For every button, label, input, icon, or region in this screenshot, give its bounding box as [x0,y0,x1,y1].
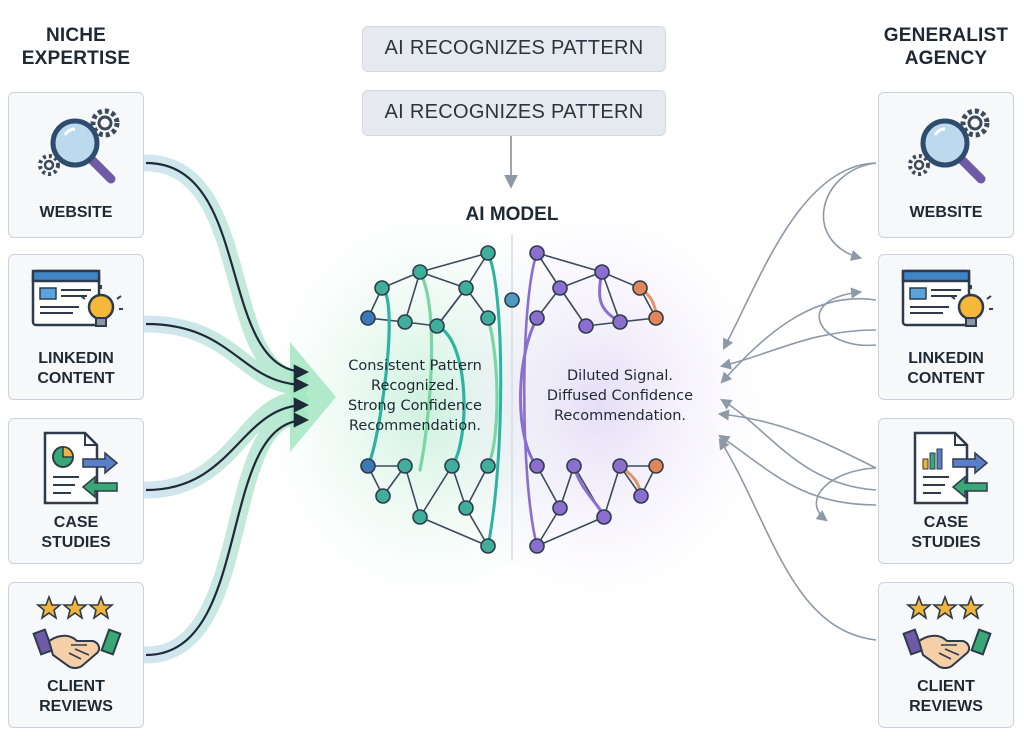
network-edge [404,271,421,323]
network-node [633,488,649,504]
diffused-flow-line [522,251,539,548]
network-edge [603,465,621,518]
pattern-box-2: AI RECOGNIZES PATTERN [362,90,666,136]
network-node [529,245,545,261]
network-node [529,310,545,326]
network-node [412,509,428,525]
network-edge [601,271,621,323]
network-edge [536,516,605,547]
niche-linkedin-card: LINKEDIN CONTENT [8,254,144,400]
diffused-outcome-text: Diluted Signal. Diffused Confidence Reco… [546,368,694,424]
network-node [444,458,460,474]
network-node [360,310,376,326]
niche-signal-arrows [145,161,310,657]
network-node [412,264,428,280]
focused-outcome-text: Consistent Pattern Recognized. Strong Co… [348,358,482,434]
niche-client-reviews-card: CLIENT REVIEWS [8,582,144,728]
network-node [480,458,496,474]
network-node [458,280,474,296]
network-edge [404,465,421,518]
network-edge [419,252,489,273]
generalist-signal-arrows [717,162,877,641]
generalist-client-reviews-card: CLIENT REVIEWS [878,582,1014,728]
generalist-case-studies-card: CASE STUDIES [878,418,1014,564]
magnifier-gears-icon [38,108,120,184]
network-node [529,458,545,474]
network-edge [419,271,467,289]
browser-lightbulb-icon [31,269,123,327]
report-bars-arrows-icon [913,431,989,505]
niche-case-studies-card: CASE STUDIES [8,418,144,564]
card-label: WEBSITE [39,204,113,221]
network-node [596,509,612,525]
network-edge [419,465,453,518]
network-edge [436,287,467,327]
network-node [529,538,545,554]
card-label: LINKEDIN CONTENT [907,350,985,387]
magnifier-gears-icon [908,108,990,184]
card-label: LINKEDIN CONTENT [37,350,115,387]
ai-model-network [360,234,664,561]
network-edge [465,465,489,509]
card-label: CLIENT REVIEWS [39,678,113,715]
network-node [578,318,594,334]
network-edge [419,516,489,547]
network-node [612,458,628,474]
card-label: CASE STUDIES [41,514,111,551]
card-label: CASE STUDIES [911,514,981,551]
focused-flow-line [486,316,499,468]
network-node [594,264,610,280]
focused-flow-line [486,251,503,548]
network-node [397,314,413,330]
diffused-flow-line [519,316,539,468]
generalist-website-card: WEBSITE [878,92,1014,238]
generalist-linkedin-card: LINKEDIN CONTENT [878,254,1014,400]
report-pie-arrows-icon [43,431,119,505]
stars-handshake-icon [32,594,122,669]
network-node [648,458,664,474]
network-node [480,310,496,326]
card-label: WEBSITE [909,204,983,221]
niche-website-card: WEBSITE [8,92,144,238]
stars-handshake-icon [902,594,992,669]
network-node [480,538,496,554]
network-node [612,314,628,330]
browser-lightbulb-icon [901,269,993,327]
focused-flow-line [435,324,466,468]
network-edge [536,465,561,509]
network-node [458,500,474,516]
network-node [360,458,376,474]
card-label: CLIENT REVIEWS [909,678,983,715]
ai-model-title: AI MODEL [465,204,559,225]
focused-flow-line [366,286,391,468]
network-node [375,488,391,504]
pattern-box-1: AI RECOGNIZES PATTERN [362,26,666,72]
network-node [648,310,664,326]
network-node [552,500,568,516]
generalist-agency-title: GENERALIST AGENCY [883,25,1009,69]
network-node [632,280,648,296]
network-node [480,245,496,261]
network-node [552,280,568,296]
focused-flow-line [418,270,434,472]
network-node [397,458,413,474]
network-node [504,292,520,308]
network-node [374,280,390,296]
network-node [429,318,445,334]
network-edge [536,252,603,273]
network-node [566,458,582,474]
niche-expertise-title: NICHE EXPERTISE [21,25,131,69]
